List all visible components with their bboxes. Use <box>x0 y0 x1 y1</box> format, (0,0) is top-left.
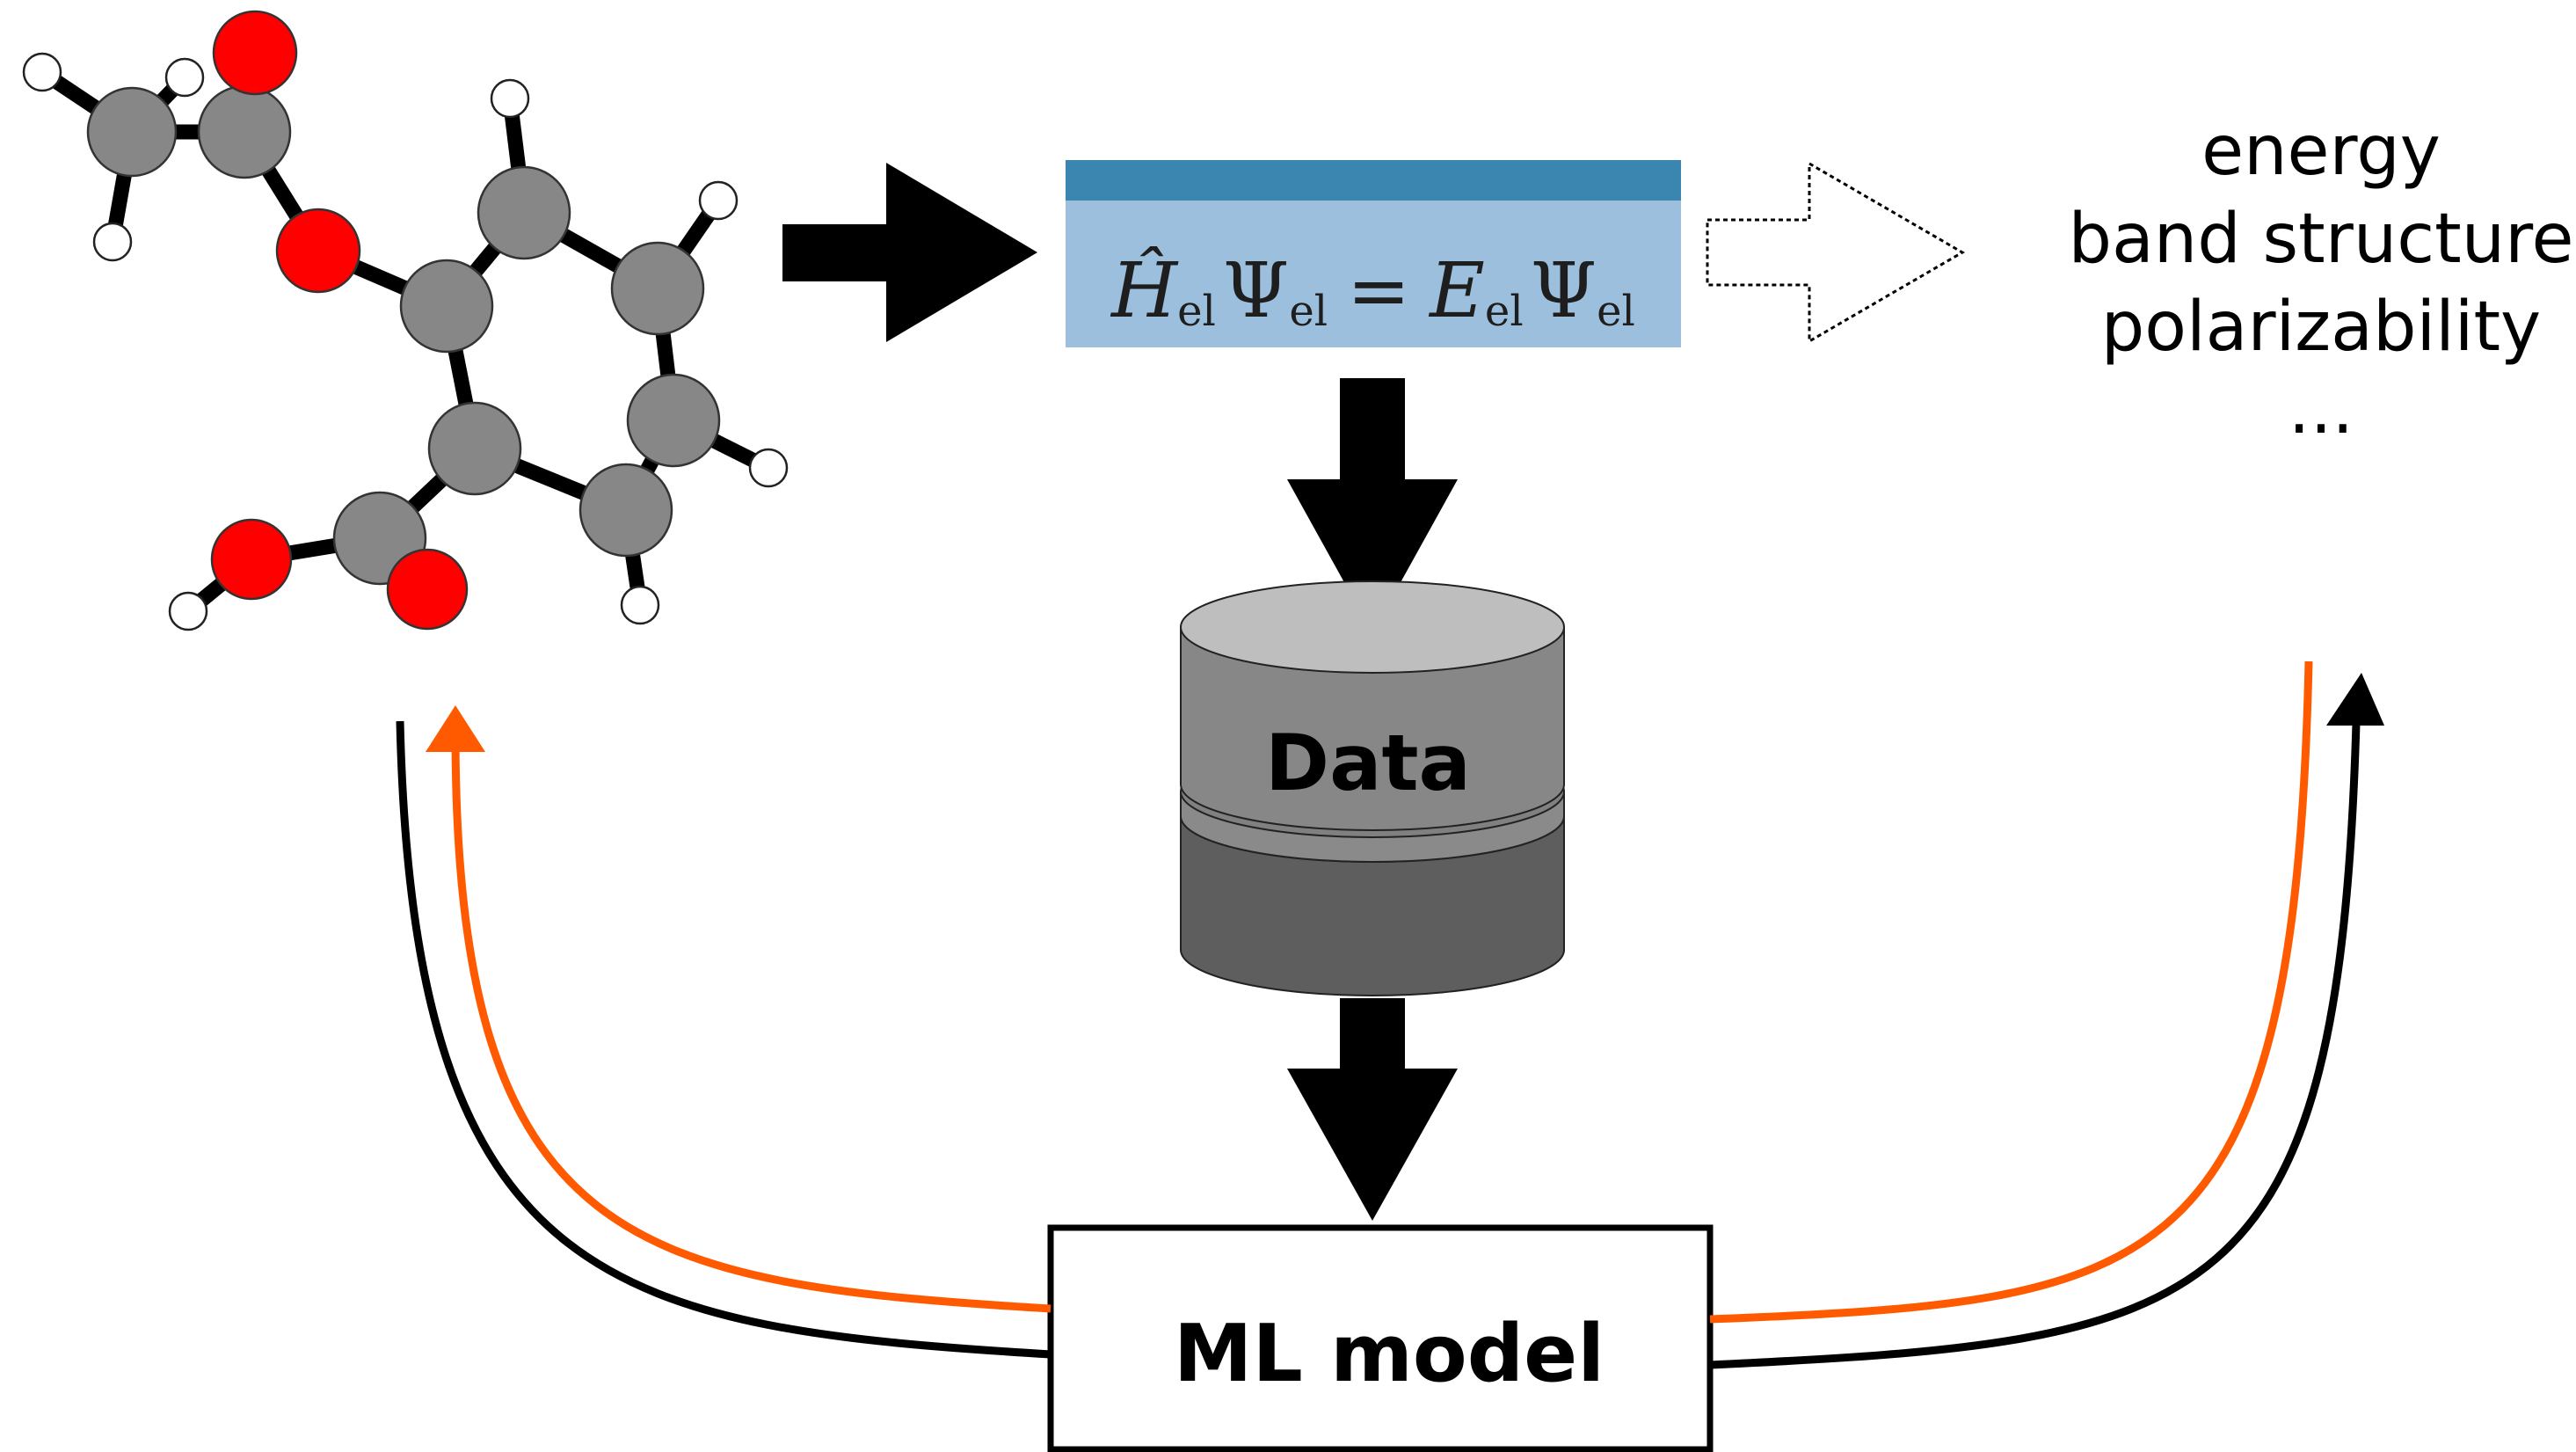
hydrogen-atoms <box>22 52 789 631</box>
orange-arrowhead-left <box>426 705 485 752</box>
database-label: Data <box>1265 718 1471 808</box>
output-item-energy: energy <box>2201 112 2441 191</box>
carbon-atom <box>399 259 494 354</box>
oxygen-atom <box>212 10 298 96</box>
outputs-list: energy band structure polarizability ... <box>2068 112 2573 449</box>
output-item-polarizability: polarizability <box>2101 288 2541 367</box>
carbon-atom <box>427 401 522 496</box>
database-cylinder <box>1180 580 1565 996</box>
carbon-atom <box>86 86 178 178</box>
schrodinger-equation-box: ĤelΨel=EelΨel <box>1066 160 1681 347</box>
orange-curve-left <box>451 738 1052 1313</box>
arrow-to-database <box>1287 378 1458 633</box>
oxygen-atom <box>210 518 293 601</box>
arrow-to-ml-model <box>1287 998 1458 1221</box>
heavy-atoms <box>86 10 721 631</box>
black-arrowhead-right <box>2326 673 2384 726</box>
oxygen-atom <box>386 548 469 631</box>
black-curve-right <box>1709 722 2361 1369</box>
carbon-atom <box>477 165 571 260</box>
oxygen-atom <box>275 208 361 294</box>
carbon-atom <box>197 84 292 179</box>
carbon-atom <box>610 241 705 336</box>
arrow-to-equation <box>782 163 1037 342</box>
output-item-ellipsis: ... <box>2289 370 2354 449</box>
ml-model-label: ML model <box>1174 1308 1605 1400</box>
dotted-arrow-to-outputs <box>1706 161 1965 344</box>
carbon-atom <box>626 373 721 468</box>
molecule-structure <box>22 10 789 631</box>
equation-text: ĤelΨel=EelΨel <box>1110 246 1635 336</box>
black-curve-left <box>396 720 1052 1359</box>
orange-curve-right <box>1709 660 2313 1324</box>
output-item-band-structure: band structure <box>2068 200 2573 279</box>
ml-model-box: ML model <box>1047 1224 1714 1452</box>
carbon-atom <box>579 463 673 558</box>
